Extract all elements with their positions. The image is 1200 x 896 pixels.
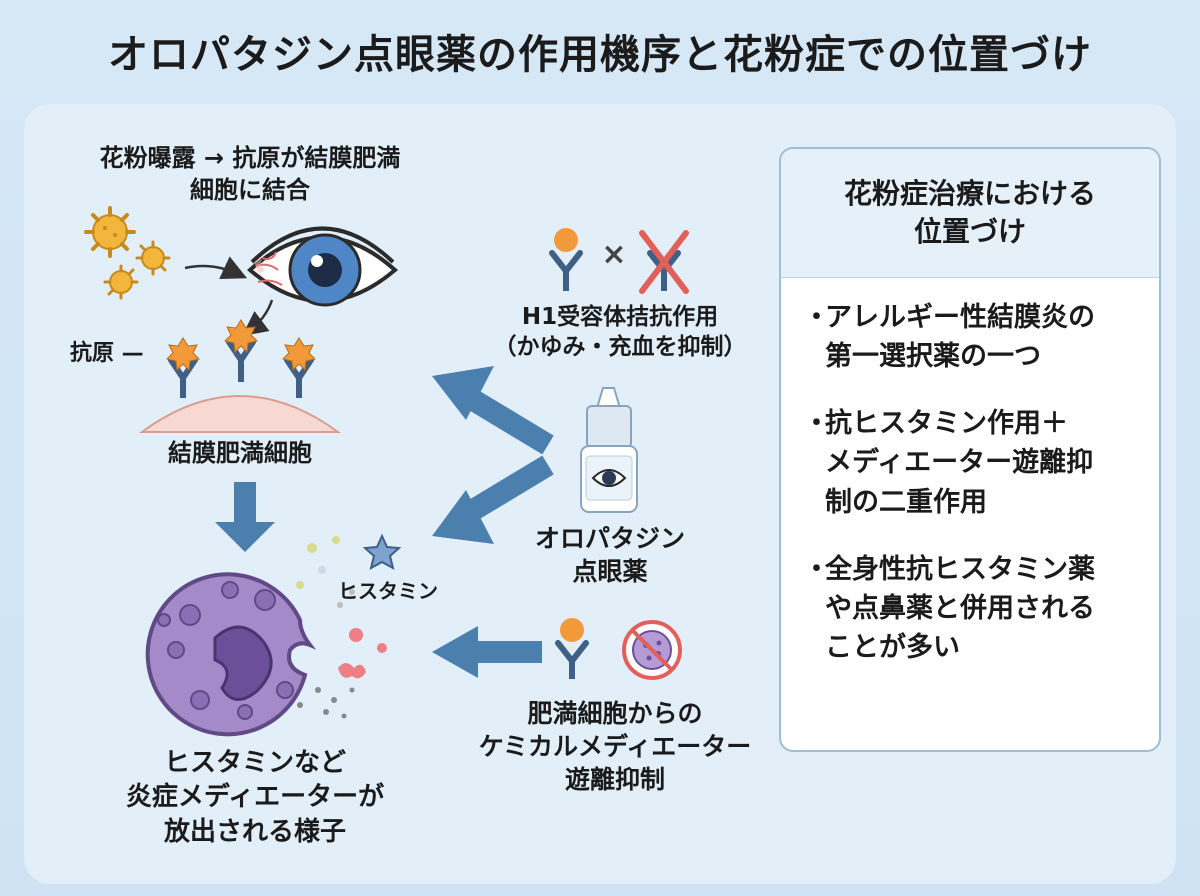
histamine-label: ヒスタミン [338,579,438,603]
release-caption-line3: 放出される様子 [163,816,346,847]
h1-caption-line2: （かゆみ・充血を抑制） [493,334,747,361]
times-symbol: × [601,237,627,272]
positioning-list: ・ アレルギー性結膜炎の 第一選択薬の一つ ・ 抗ヒスタミン作用＋ メディエータ… [781,278,1159,667]
antigen-label: 抗原 — [70,341,144,366]
positioning-item: ・ 抗ヒスタミン作用＋ メディエーター遊離抑 制の二重作用 [803,404,1137,521]
positioning-item-line: 抗ヒスタミン作用＋ [825,408,1068,440]
histamine-icon [362,533,402,570]
eye-drop-bottle-icon [580,387,638,513]
exposure-caption: 花粉曝露 → 抗原が結膜肥満 細胞に結合 [40,143,460,206]
pollen-icon [84,206,171,300]
eye-to-cell-arrow [242,299,274,337]
release-caption: ヒスタミンなど 炎症メディエーターが 放出される様子 [80,746,430,849]
h1-caption-line1: H1受容体拮抗作用 [521,304,719,330]
positioning-item-line: や点鼻薬と併用される [825,592,1095,624]
bullet-icon: ・ [803,302,830,333]
degranulating-mast-cell [145,572,317,737]
bullet-icon: ・ [803,408,830,440]
conjunctival-cell-surface [138,395,342,433]
positioning-item-line: アレルギー性結膜炎の [825,302,1095,333]
pollen-to-eye-arrow [184,256,248,280]
arrow-to-histamine [432,455,554,544]
mast-cell-label: 結膜肥満細胞 [168,439,312,467]
bullet-icon: ・ [803,553,830,585]
positioning-item-line: 全身性抗ヒスタミン薬 [825,553,1095,585]
positioning-item-line: メディエーター遊離抑 [825,447,1094,479]
arrow-to-mast-cell [432,626,542,678]
positioning-heading-line2: 位置づけ [913,215,1026,248]
h1-receptor-icon [549,228,583,291]
released-granules [296,536,387,719]
mediator-caption-line1: 肥満細胞からの [527,699,703,728]
drug-caption: オロパタジン 点眼薬 [500,522,720,588]
positioning-heading-line1: 花粉症治療における [843,177,1096,211]
positioning-heading: 花粉症治療における 位置づけ [781,149,1159,278]
positioning-item-line: 第一選択薬の一つ [825,341,1041,373]
positioning-box: 花粉症治療における 位置づけ ・ アレルギー性結膜炎の 第一選択薬の一つ ・ 抗… [779,147,1161,752]
receptor-antigen-icon [166,319,316,398]
h1-caption: H1受容体拮抗作用 （かゆみ・充血を抑制） [480,302,760,363]
positioning-item-line: ことが多い [825,631,960,663]
exposure-caption-line2: 細胞に結合 [190,175,310,204]
down-arrow [215,482,275,552]
positioning-item: ・ 全身性抗ヒスタミン薬 や点鼻薬と併用される ことが多い [803,550,1137,667]
eye-icon [246,226,399,307]
drug-caption-line2: 点眼薬 [572,557,648,586]
mediator-caption: 肥満細胞からの ケミカルメディエーター 遊離抑制 [455,697,775,796]
positioning-item-line: 制の二重作用 [825,486,987,518]
page-title: オロパタジン点眼薬の作用機序と花粉症での位置づけ [108,32,1092,78]
positioning-item: ・ アレルギー性結膜炎の 第一選択薬の一つ [803,298,1137,376]
drug-caption-line1: オロパタジン [534,524,685,553]
mediator-caption-line2: ケミカルメディエーター [478,732,752,761]
mediator-caption-line3: 遊離抑制 [564,765,665,794]
prohibited-mast-cell-icon [622,620,682,680]
exposure-caption-line1: 花粉曝露 → 抗原が結膜肥満 [99,144,401,172]
blocked-receptor-icon [639,230,689,294]
release-caption-line1: ヒスタミンなど [163,748,346,778]
arrow-to-receptor [432,366,554,455]
release-caption-line2: 炎症メディエーターが [125,782,385,813]
mediator-receptor-icon [555,618,589,679]
